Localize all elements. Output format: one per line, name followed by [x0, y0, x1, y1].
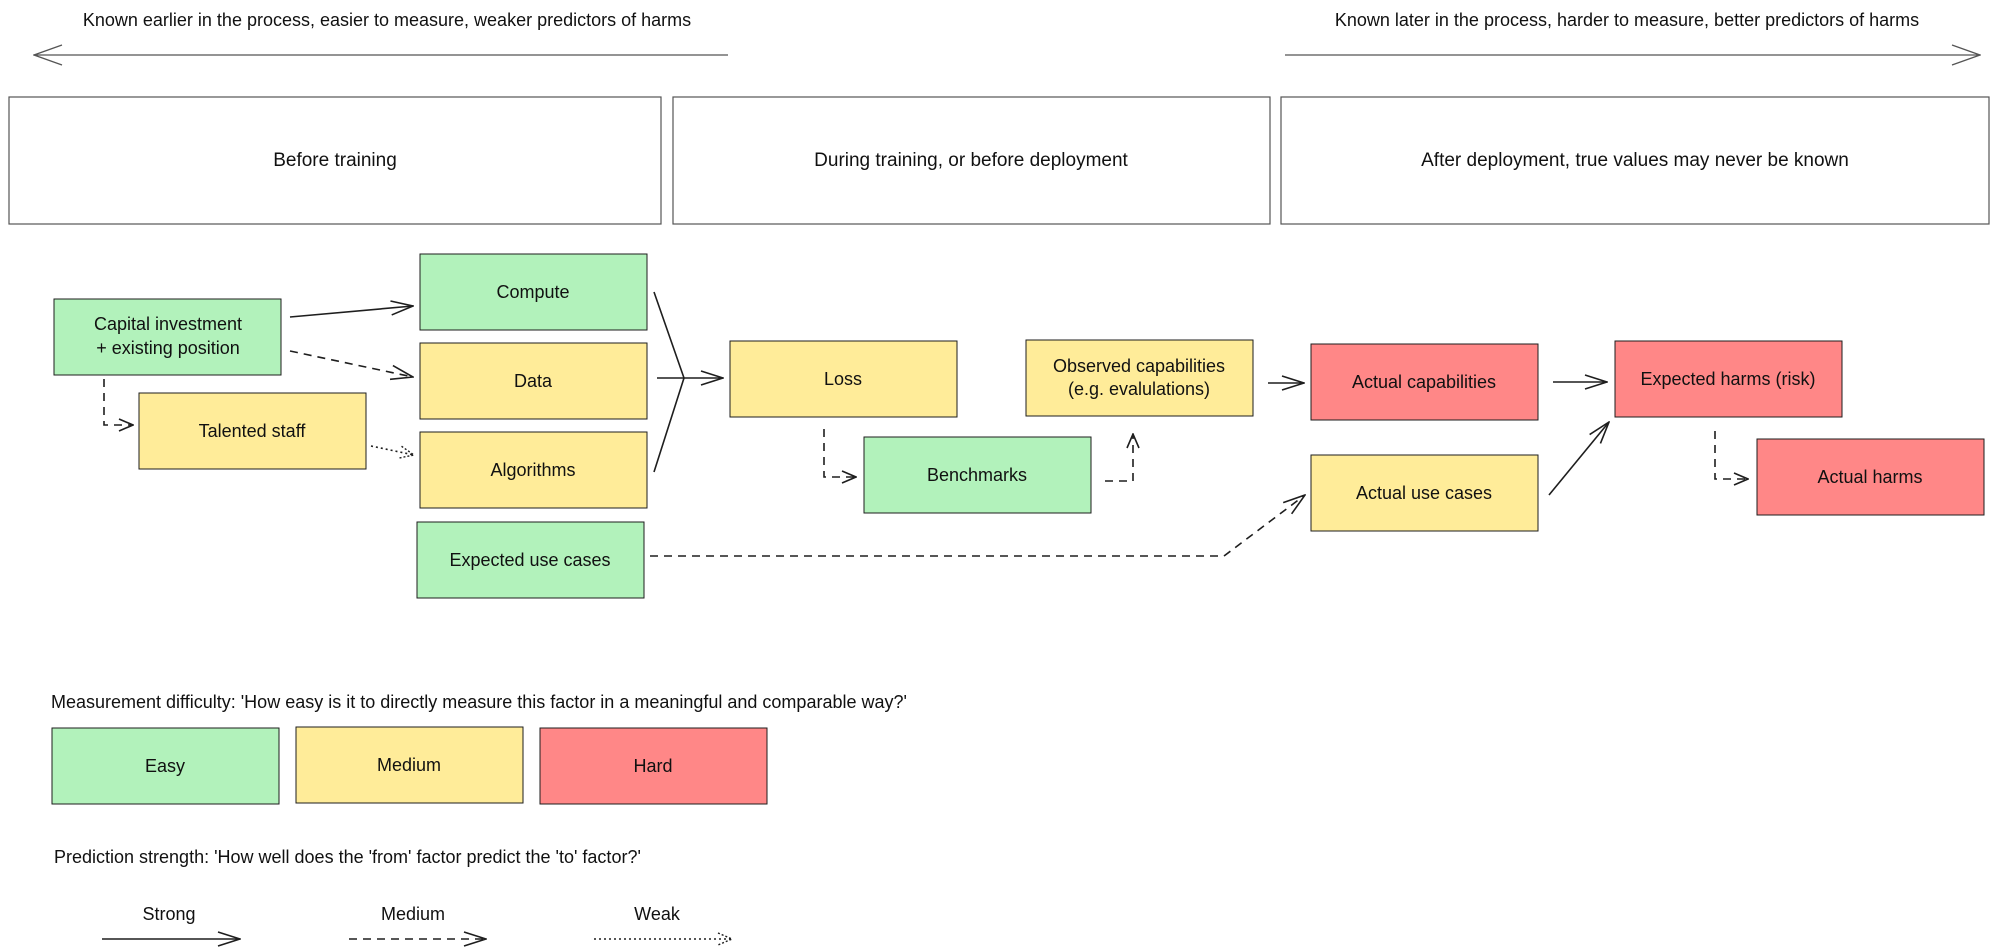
legend-medium-label: Medium — [377, 755, 441, 775]
node-expected-harms: Expected harms (risk) — [1614, 340, 1843, 418]
edge-capital-to-data — [289, 350, 413, 377]
legend-difficulty-title: Measurement difficulty: 'How easy is it … — [51, 692, 907, 712]
node-actual-capabilities: Actual capabilities — [1310, 343, 1539, 421]
top-right-caption: Known later in the process, harder to me… — [1335, 10, 1919, 30]
legend-weak-label: Weak — [634, 904, 681, 924]
node-compute: Compute — [419, 253, 648, 331]
node-data: Data — [419, 342, 648, 420]
edge-inputs-bracket — [653, 291, 685, 473]
phase-before-training-label: Before training — [273, 150, 397, 171]
node-loss: Loss — [729, 340, 958, 418]
node-actual-use-cases-label: Actual use cases — [1356, 483, 1492, 503]
node-compute-label: Compute — [496, 282, 569, 302]
edge-capital-to-talented-staff — [103, 379, 133, 425]
node-capital-investment: Capital investment + existing position — [53, 298, 282, 376]
node-data-label: Data — [514, 371, 553, 391]
phase-before-training: Before training — [8, 96, 662, 225]
legend-easy-label: Easy — [145, 756, 185, 776]
edge-benchmarks-to-observed — [1105, 434, 1133, 482]
node-benchmarks-label: Benchmarks — [927, 465, 1027, 485]
node-expected-harms-label: Expected harms (risk) — [1640, 369, 1815, 389]
node-capital-line1: Capital investment — [94, 314, 242, 334]
legend-medium-strength-label: Medium — [381, 904, 445, 924]
node-capital-line2: + existing position — [96, 338, 240, 358]
legend-strong-label: Strong — [142, 904, 195, 924]
top-left-caption: Known earlier in the process, easier to … — [83, 10, 691, 30]
node-expected-use-cases-label: Expected use cases — [449, 550, 610, 570]
legend-easy-swatch: Easy — [51, 727, 280, 805]
node-observed-capabilities: Observed capabilities (e.g. evalulations… — [1025, 339, 1254, 417]
node-observed-line1: Observed capabilities — [1053, 356, 1225, 376]
node-actual-harms: Actual harms — [1756, 438, 1985, 516]
node-algorithms: Algorithms — [419, 431, 648, 509]
phase-after-deployment: After deployment, true values may never … — [1280, 96, 1990, 225]
edge-actual-use-cases-to-expected-harms — [1548, 422, 1609, 496]
phase-during-training: During training, or before deployment — [672, 96, 1271, 225]
node-observed-line2: (e.g. evalulations) — [1068, 379, 1210, 399]
node-talented-staff: Talented staff — [138, 392, 367, 470]
node-actual-use-cases: Actual use cases — [1310, 454, 1539, 532]
edge-talented-staff-to-algorithms — [370, 445, 414, 455]
phase-after-deployment-label: After deployment, true values may never … — [1421, 150, 1849, 171]
legend-hard-swatch: Hard — [539, 727, 768, 805]
phase-during-training-label: During training, or before deployment — [814, 150, 1128, 171]
legend-strength-title: Prediction strength: 'How well does the … — [54, 847, 641, 867]
edge-expected-harms-to-actual-harms — [1714, 431, 1748, 479]
node-talented-staff-label: Talented staff — [199, 421, 307, 441]
node-actual-harms-label: Actual harms — [1817, 467, 1922, 487]
node-expected-use-cases: Expected use cases — [416, 521, 645, 599]
legend-medium-swatch: Medium — [295, 726, 524, 804]
node-algorithms-label: Algorithms — [490, 460, 575, 480]
node-loss-label: Loss — [824, 369, 862, 389]
edge-capital-to-compute — [289, 306, 413, 318]
legend-hard-label: Hard — [633, 756, 672, 776]
edge-loss-to-benchmarks — [823, 429, 856, 477]
edge-expected-use-cases-to-actual-use-cases — [650, 495, 1305, 557]
node-benchmarks: Benchmarks — [863, 436, 1092, 514]
node-actual-capabilities-label: Actual capabilities — [1352, 372, 1496, 392]
